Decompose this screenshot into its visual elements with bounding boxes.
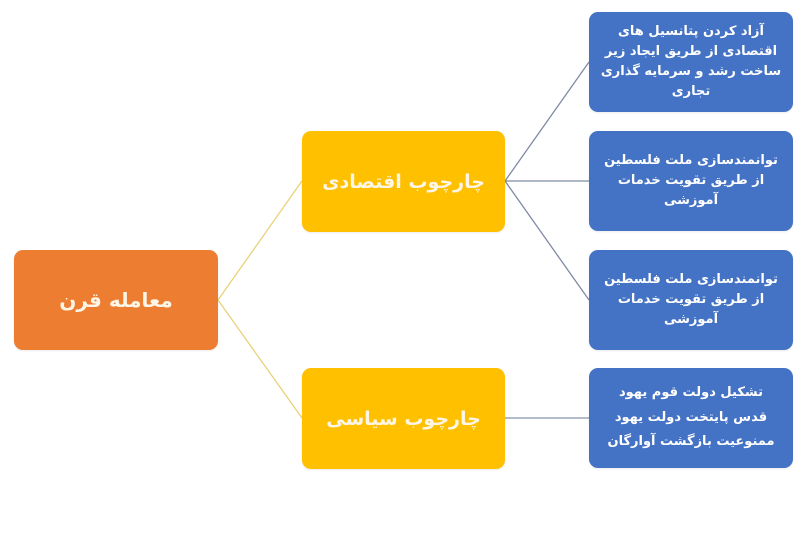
connector-root-economic (217, 180, 303, 301)
root-node-deal-of-century: معامله قرن (14, 250, 218, 350)
leaf-line-jewish-state: تشکیل دولت قوم یهود (618, 384, 764, 400)
leaf-line-jerusalem-capital: قدس پایتخت دولت یهود (614, 409, 768, 425)
connector-economic-leaf-3 (504, 180, 590, 301)
leaf-node-economic-potential: آزاد کردن پتانسیل های اقتصادی از طریق ای… (589, 12, 793, 112)
leaf-line-no-refugee-return: ممنوعیت بازگشت آوارگان (607, 434, 775, 450)
leaf-node-political-items: تشکیل دولت قوم یهود قدس پایتخت دولت یهود… (589, 368, 793, 468)
root-node-label: معامله قرن (59, 288, 173, 312)
leaf-node-empowerment-education-duplicate: توانمندسازی ملت فلسطین از طریق تقویت خدم… (589, 250, 793, 350)
leaf-node-label: توانمندسازی ملت فلسطین از طریق تقویت خدم… (604, 271, 778, 328)
connector-root-political (217, 299, 303, 419)
branch-node-political-framework: چارچوب سیاسی (302, 368, 505, 469)
leaf-node-label: توانمندسازی ملت فلسطین از طریق تقویت خدم… (604, 152, 778, 209)
connector-economic-leaf-1 (504, 61, 590, 182)
leaf-node-empowerment-education: توانمندسازی ملت فلسطین از طریق تقویت خدم… (589, 131, 793, 231)
leaf-node-label: آزاد کردن پتانسیل های اقتصادی از طریق ای… (600, 23, 782, 100)
branch-node-label: چارچوب سیاسی (326, 407, 481, 430)
branch-node-economic-framework: چارچوب اقتصادی (302, 131, 505, 232)
branch-node-label: چارچوب اقتصادی (322, 170, 485, 193)
